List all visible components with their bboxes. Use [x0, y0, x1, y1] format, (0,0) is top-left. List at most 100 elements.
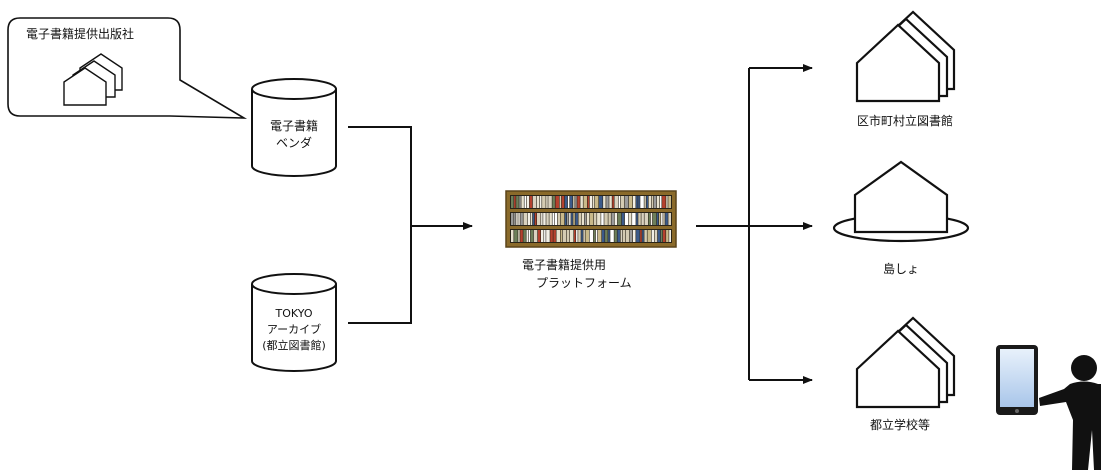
book-spine — [566, 230, 570, 242]
platform-label-line1: 電子書籍提供用 — [522, 258, 607, 272]
book-spine — [663, 213, 665, 225]
archive-database-icon — [251, 273, 337, 372]
book-spine — [640, 230, 642, 242]
archive-label-line3: (都立図書館) — [262, 339, 326, 352]
book-spine — [521, 196, 524, 208]
island-house-icon — [832, 160, 970, 243]
book-spine — [516, 196, 519, 208]
book-spine — [652, 213, 657, 225]
book-spine — [520, 213, 523, 225]
book-spine — [621, 213, 625, 225]
book-spine — [624, 196, 629, 208]
book-spine — [597, 213, 601, 225]
book-spine — [614, 230, 617, 242]
book-spine — [511, 196, 514, 208]
vendor-label-line1: 電子書籍 — [269, 119, 319, 133]
book-spine — [618, 196, 621, 208]
book-spine — [644, 196, 646, 208]
person-silhouette-icon — [1039, 355, 1101, 470]
book-spine — [642, 230, 644, 242]
book-spine — [624, 213, 629, 225]
book-spine — [589, 196, 593, 208]
book-spine — [636, 196, 638, 208]
book-spine — [650, 213, 653, 225]
book-spine — [530, 213, 533, 225]
book-spine — [653, 196, 657, 208]
book-spine — [660, 196, 662, 208]
book-spine — [574, 230, 576, 242]
book-spine — [654, 230, 658, 242]
book-spine — [571, 213, 573, 225]
book-spine — [518, 213, 520, 225]
book-spine — [541, 230, 544, 242]
book-spine — [629, 230, 633, 242]
book-spine — [514, 230, 518, 242]
book-spine — [567, 196, 570, 208]
book-spine — [594, 213, 597, 225]
book-spine — [666, 196, 668, 208]
book-spine — [533, 230, 538, 242]
book-spine — [597, 230, 602, 242]
book-spine — [560, 230, 563, 242]
book-spine — [540, 196, 542, 208]
book-spine — [519, 196, 521, 208]
vendor-database-icon — [251, 78, 337, 177]
book-spine — [603, 196, 606, 208]
book-spine — [614, 196, 618, 208]
book-spine — [575, 213, 578, 225]
book-spine — [585, 230, 589, 242]
distribution-connectors — [696, 64, 813, 384]
book-spine — [581, 230, 583, 242]
book-spine — [576, 230, 578, 242]
islands-label: 島しょ — [882, 262, 920, 276]
book-spine — [514, 196, 516, 208]
book-spine — [518, 230, 520, 242]
book-spine — [611, 213, 614, 225]
book-spine — [640, 196, 644, 208]
book-spine — [651, 196, 654, 208]
book-spine — [625, 230, 630, 242]
book-spine — [593, 230, 596, 242]
book-spine — [554, 213, 558, 225]
book-spine — [644, 230, 647, 242]
book-spine — [608, 230, 610, 242]
book-spine — [668, 196, 671, 208]
book-spine — [548, 196, 552, 208]
book-spine — [609, 196, 612, 208]
book-spine — [562, 230, 567, 242]
book-spine — [514, 213, 516, 225]
book-spine — [628, 196, 633, 208]
book-spine — [629, 213, 632, 225]
book-spine — [638, 196, 640, 208]
schools-label: 都立学校等 — [869, 418, 931, 432]
book-spine — [586, 213, 590, 225]
book-spine — [668, 213, 671, 225]
book-spine — [575, 196, 577, 208]
book-spine — [511, 230, 514, 242]
book-spine — [529, 196, 533, 208]
book-spine — [543, 213, 546, 225]
book-spine — [526, 230, 528, 242]
book-spine — [620, 230, 623, 242]
book-spine — [601, 213, 604, 225]
book-spine — [530, 230, 534, 242]
book-spine — [633, 230, 636, 242]
book-spine — [527, 213, 531, 225]
book-spine — [651, 230, 655, 242]
book-spine — [638, 213, 641, 225]
book-spine — [560, 213, 565, 225]
book-spine — [564, 196, 568, 208]
book-spine — [556, 230, 560, 242]
platform-label-line2: プラットフォーム — [536, 276, 632, 290]
book-spine — [573, 196, 575, 208]
book-spine — [602, 230, 605, 242]
book-spine — [589, 230, 594, 242]
book-spine — [604, 213, 608, 225]
book-spine — [587, 196, 590, 208]
book-spine — [659, 213, 661, 225]
book-spine — [614, 213, 618, 225]
book-spine — [636, 230, 640, 242]
book-spine — [633, 196, 636, 208]
book-spine — [549, 213, 552, 225]
